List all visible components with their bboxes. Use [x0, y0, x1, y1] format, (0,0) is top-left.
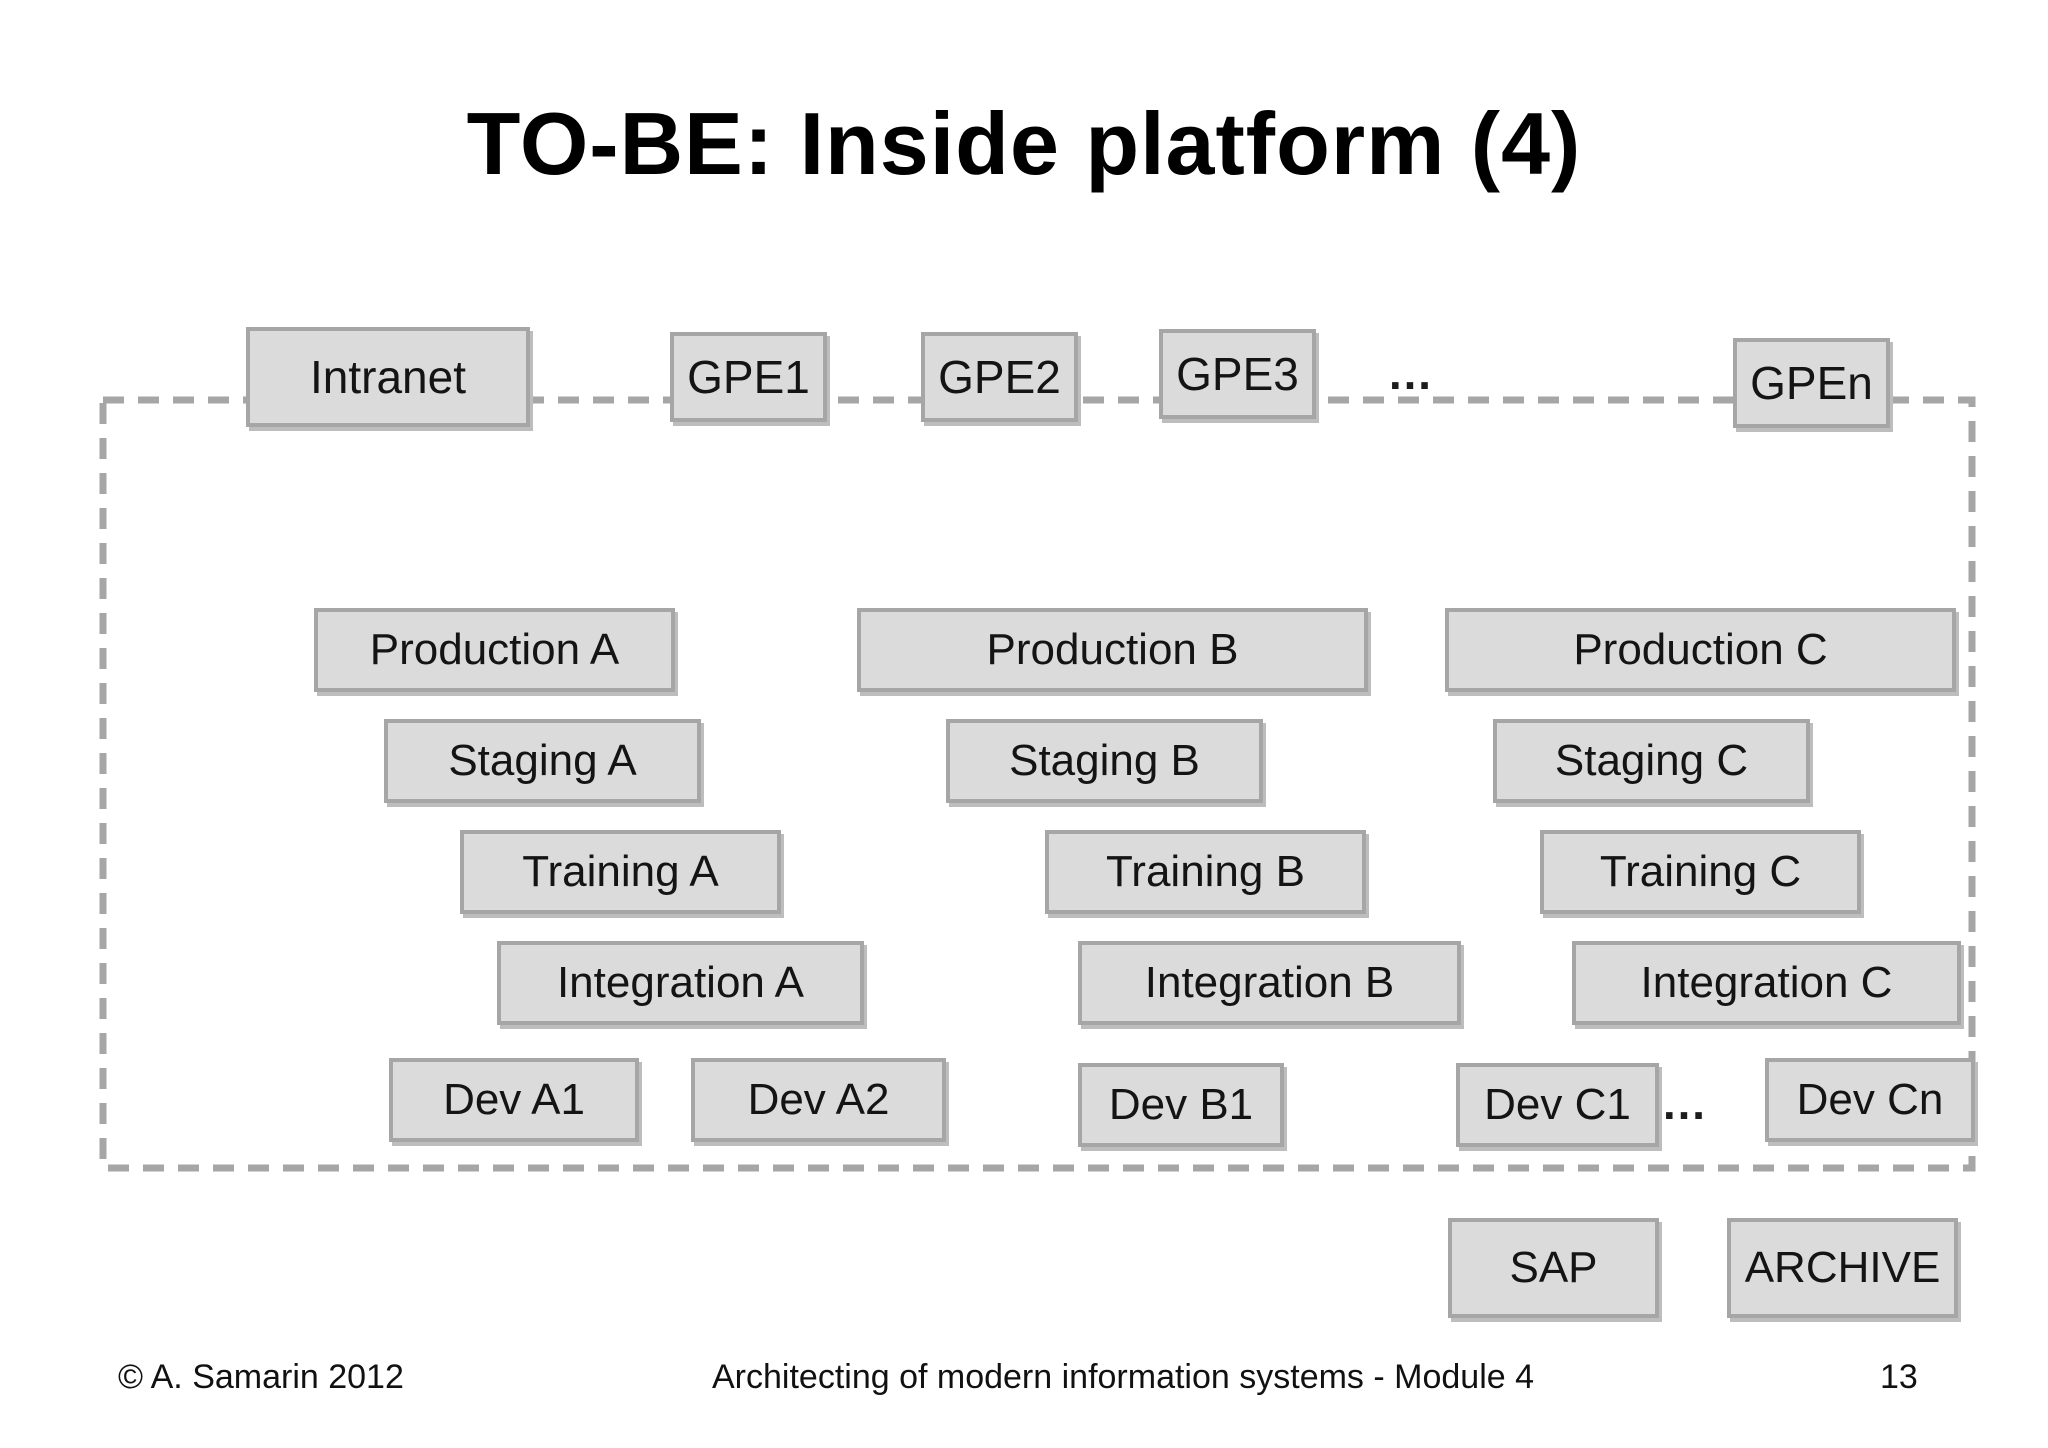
node-gpe1: GPE1	[670, 332, 827, 422]
node-staging-a: Staging A	[384, 719, 701, 803]
node-training-c: Training C	[1540, 830, 1861, 914]
footer-copyright: © A. Samarin 2012	[118, 1358, 404, 1396]
node-production-c: Production C	[1445, 608, 1956, 692]
node-staging-c: Staging C	[1493, 719, 1810, 803]
node-gpe3: GPE3	[1159, 329, 1316, 419]
node-dev-c1: Dev C1	[1456, 1063, 1659, 1147]
node-gpe2: GPE2	[921, 332, 1078, 422]
node-intranet: Intranet	[246, 327, 530, 427]
node-training-a: Training A	[460, 830, 781, 914]
slide-title: TO-BE: Inside platform (4)	[466, 94, 1582, 193]
node-dev-a2: Dev A2	[691, 1058, 946, 1142]
node-dev-a1: Dev A1	[389, 1058, 639, 1142]
node-dev-b1: Dev B1	[1078, 1063, 1284, 1147]
node-integration-c: Integration C	[1572, 941, 1961, 1025]
node-integration-b: Integration B	[1078, 941, 1461, 1025]
node-production-b: Production B	[857, 608, 1368, 692]
node-staging-b: Staging B	[946, 719, 1263, 803]
node-gpen: GPEn	[1733, 338, 1890, 428]
node-archive: ARCHIVE	[1727, 1218, 1958, 1318]
footer-page-number: 13	[1880, 1358, 1918, 1396]
node-dev-cn: Dev Cn	[1765, 1058, 1975, 1142]
node-training-b: Training B	[1045, 830, 1366, 914]
node-sap: SAP	[1448, 1218, 1659, 1318]
node-production-a: Production A	[314, 608, 675, 692]
top-row-ellipsis: …	[1387, 347, 1433, 399]
footer-course-title: Architecting of modern information syste…	[712, 1358, 1535, 1396]
node-integration-a: Integration A	[497, 941, 864, 1025]
dev-row-ellipsis: …	[1661, 1077, 1707, 1129]
